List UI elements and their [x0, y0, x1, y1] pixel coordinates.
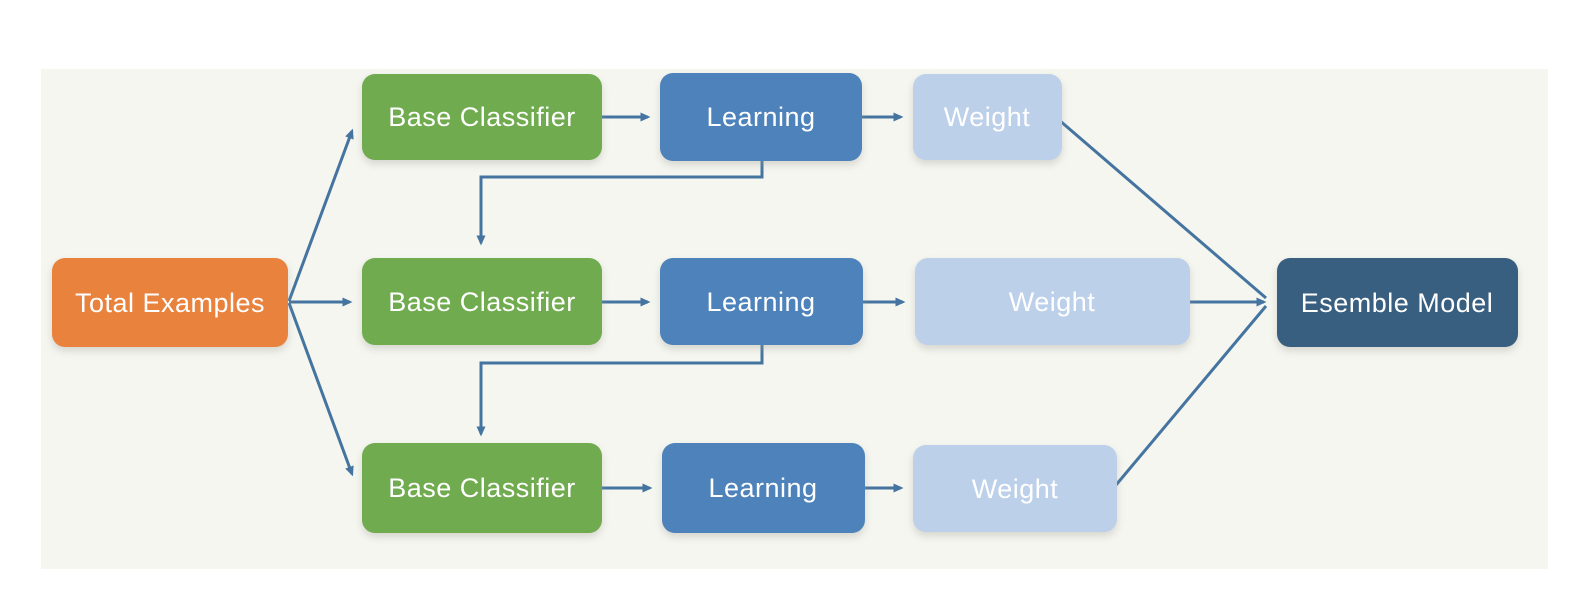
node-base-classifier-2-box — [362, 258, 602, 345]
node-base-classifier-1: Base Classifier — [362, 74, 602, 160]
node-learning-3-box — [662, 443, 865, 533]
node-learning-2-label: Learning — [706, 287, 815, 317]
node-learning-1: Learning — [660, 73, 862, 161]
node-weight-1-box — [913, 74, 1062, 160]
node-base-classifier-3-box — [362, 443, 602, 533]
node-weight-2-box — [915, 258, 1190, 345]
node-total-examples-box — [52, 258, 288, 347]
node-weight-1-label: Weight — [944, 102, 1031, 132]
node-base-classifier-1-label: Base Classifier — [388, 102, 576, 132]
node-base-classifier-3: Base Classifier — [362, 443, 602, 533]
node-ensemble-model-box — [1277, 258, 1518, 347]
arrow-learning1-to-base-classifier-2-elbow — [476, 161, 764, 246]
node-learning-3: Learning — [662, 443, 865, 533]
connector-arrows — [287, 112, 1268, 493]
arrow-total-to-base-classifier-3 — [287, 302, 354, 477]
arrow-weight3-to-ensemble — [1114, 305, 1268, 486]
node-base-classifier-2: Base Classifier — [362, 258, 602, 345]
node-weight-2-label: Weight — [1009, 287, 1096, 317]
arrow-learning2-to-base-classifier-3-elbow — [476, 345, 764, 437]
node-learning-3-label: Learning — [708, 473, 817, 503]
node-ensemble-model-label: Esemble Model — [1301, 288, 1494, 318]
node-weight-2: Weight — [915, 258, 1190, 345]
arrow-weight1-to-ensemble — [1058, 118, 1267, 300]
node-weight-3: Weight — [913, 445, 1117, 532]
node-base-classifier-3-label: Base Classifier — [388, 473, 576, 503]
node-weight-3-box — [913, 445, 1117, 532]
node-total-examples-label: Total Examples — [75, 288, 265, 318]
node-base-classifier-1-box — [362, 74, 602, 160]
node-ensemble-model: Esemble Model — [1277, 258, 1518, 347]
node-base-classifier-2-label: Base Classifier — [388, 287, 576, 317]
node-learning-1-label: Learning — [706, 102, 815, 132]
node-weight-1: Weight — [913, 74, 1062, 160]
diagram-nodes: Total Examples Base Classifier Learning … — [52, 73, 1518, 533]
arrow-total-to-base-classifier-1 — [287, 128, 354, 302]
node-learning-2-box — [660, 258, 863, 345]
node-weight-3-label: Weight — [972, 474, 1059, 504]
node-learning-1-box — [660, 73, 862, 161]
node-total-examples: Total Examples — [52, 258, 288, 347]
node-learning-2: Learning — [660, 258, 863, 345]
